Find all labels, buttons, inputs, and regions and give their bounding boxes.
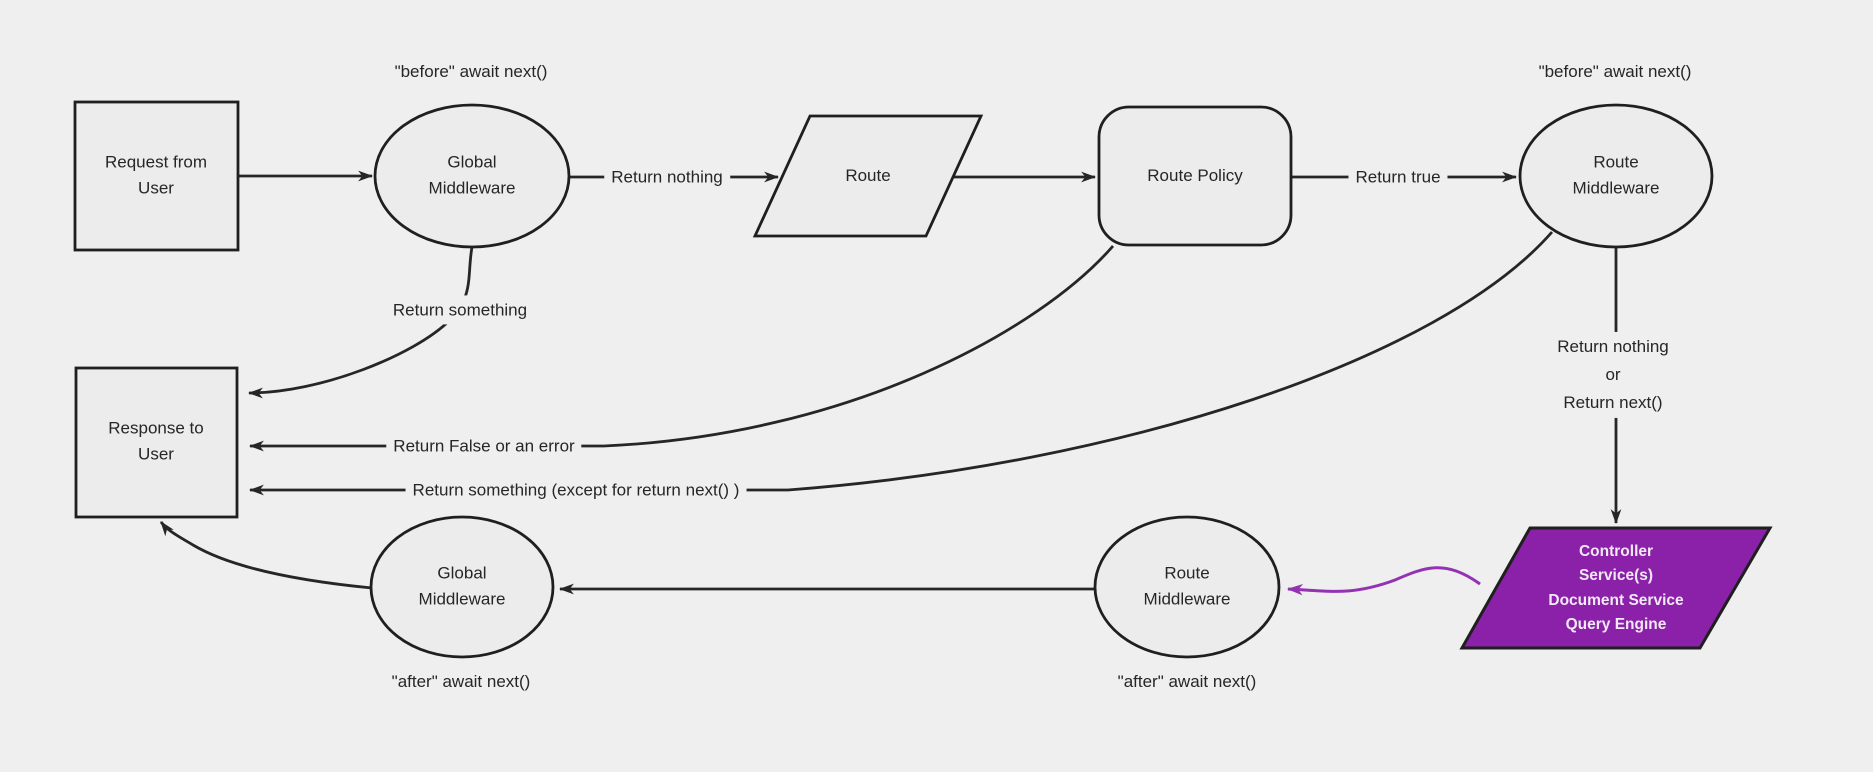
edge-global-middleware-to-response: [247, 246, 474, 399]
label-return-nothing-or-next: Return nothing or Return next(): [1550, 331, 1676, 419]
node-route-shape: [752, 114, 984, 238]
node-route-policy-shape: [1097, 105, 1293, 247]
label-before-await-next-route: "before" await next(): [1538, 61, 1692, 81]
node-controller-label: Controller Service(s) Document Service Q…: [1548, 543, 1684, 634]
label-return-something: Return something: [385, 295, 535, 325]
edge-controller-to-route-middleware-out: [1286, 566, 1481, 596]
edge-global-middleware-out-to-response: [159, 521, 373, 590]
node-route-middleware-out-shape: [1093, 515, 1281, 659]
node-controller-shape: [1459, 526, 1773, 650]
node-route-policy-label: Route Policy: [1147, 165, 1243, 185]
node-request-from-user-label: Request from User: [104, 152, 208, 198]
node-route-label: Route: [845, 165, 891, 185]
node-global-middleware-out-label: Global Middleware: [418, 563, 506, 609]
label-after-await-next-global: "after" await next(): [391, 671, 531, 691]
node-route-middleware-out-label: Route Middleware: [1143, 563, 1231, 609]
label-return-false-or-error: Return False or an error: [386, 431, 582, 461]
edge-route-policy-to-response: [248, 245, 1115, 452]
node-global-middleware-in-shape: [373, 103, 571, 249]
label-before-await-next-global: "before" await next(): [394, 61, 548, 81]
label-return-something-except: Return something (except for return next…: [405, 475, 747, 505]
node-response-to-user-shape: [74, 366, 239, 519]
node-global-middleware-out-shape: [369, 515, 555, 659]
edge-route-middleware-to-response: [248, 231, 1554, 496]
node-request-from-user-shape: [73, 100, 240, 252]
label-after-await-next-route: "after" await next(): [1117, 671, 1257, 691]
node-route-middleware-in-label: Route Middleware: [1572, 152, 1660, 198]
node-global-middleware-in-label: Global Middleware: [428, 152, 516, 198]
label-return-true: Return true: [1348, 162, 1448, 192]
node-route-middleware-in-shape: [1518, 103, 1714, 249]
label-return-nothing: Return nothing: [604, 162, 730, 192]
node-response-to-user-label: Response to User: [108, 418, 204, 464]
